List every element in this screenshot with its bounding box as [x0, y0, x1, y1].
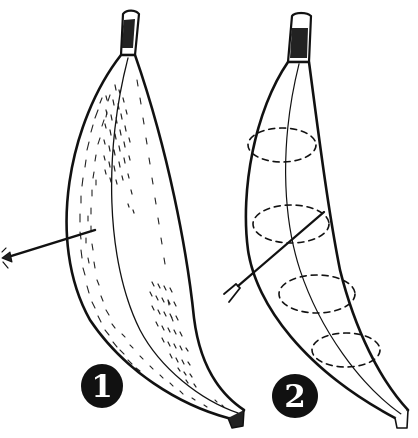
figure-1-label: 1: [91, 369, 113, 405]
banana-figure-2: [224, 13, 408, 428]
figure-2-badge: 2: [272, 374, 318, 418]
banana-2-outline: [246, 62, 408, 420]
banana-figure-1: [2, 11, 244, 428]
figure-2-label: 2: [284, 379, 306, 415]
figure-1-badge: 1: [81, 364, 123, 408]
banana-1-outline: [67, 55, 244, 419]
